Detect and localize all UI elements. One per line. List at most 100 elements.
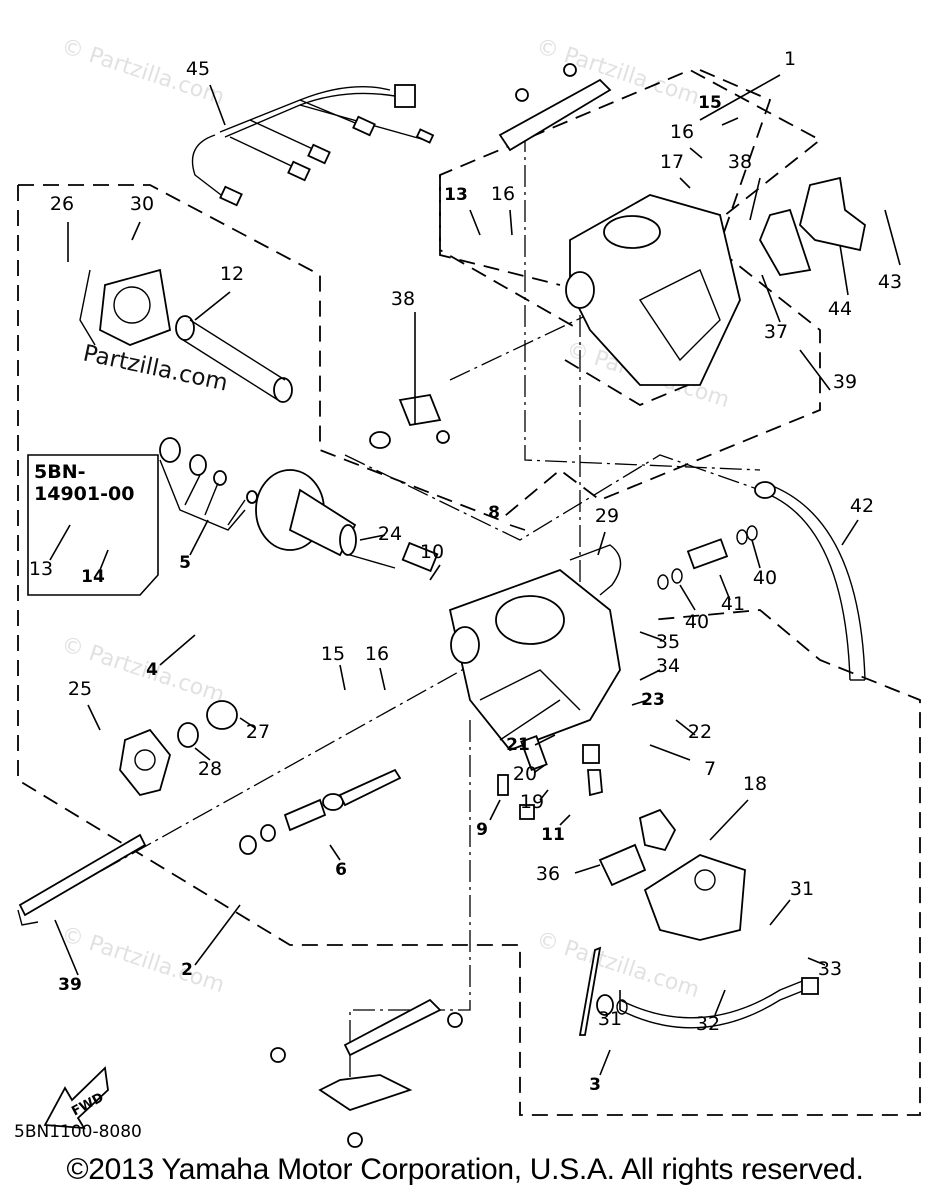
callout-36: 36: [536, 863, 560, 885]
callout-35: 35: [656, 631, 680, 653]
leader-line: [599, 1049, 611, 1076]
callout-34: 34: [656, 655, 680, 677]
callout-1: 1: [784, 48, 796, 70]
kit-part-number-line2: 14901-00: [34, 483, 134, 505]
callout-37: 37: [764, 321, 788, 343]
spring: [175, 315, 195, 341]
callout-31: 31: [598, 1008, 622, 1030]
leader-line: [489, 799, 501, 821]
leader-line: [194, 904, 241, 966]
callout-32: 32: [696, 1013, 720, 1035]
strap: [578, 946, 602, 1036]
callout-39: 39: [833, 371, 857, 393]
leader-line: [639, 669, 661, 681]
leader-line: [359, 534, 386, 541]
carburetor-upper: [565, 194, 741, 386]
leader-line: [534, 734, 556, 746]
leader-line: [649, 744, 691, 761]
hose: [769, 484, 866, 681]
main-jet: [520, 735, 548, 771]
parts-stack-5: [159, 437, 258, 531]
float-bowl: [643, 854, 746, 941]
callout-13: 13: [29, 558, 53, 580]
fwd-arrow-icon: FWD: [43, 1066, 109, 1130]
leader-line: [209, 84, 226, 126]
callout-19: 19: [520, 791, 544, 813]
callout-33: 33: [818, 958, 842, 980]
leader-lines: [49, 74, 901, 1076]
callout-7: 7: [704, 758, 716, 780]
callout-8: 8: [488, 503, 500, 523]
callout-18: 18: [743, 773, 767, 795]
leader-line: [699, 74, 781, 121]
leader-line: [189, 519, 209, 556]
leader-line: [721, 117, 739, 126]
screw: [563, 63, 577, 77]
callout-11: 11: [541, 825, 565, 845]
leader-line: [679, 177, 691, 189]
leader-line: [839, 244, 849, 296]
jet-9: [497, 774, 509, 796]
bracket: [318, 1074, 413, 1111]
callout-44: 44: [828, 298, 852, 320]
callout-21: 21: [506, 735, 530, 755]
callout-17: 17: [660, 151, 684, 173]
leader-line: [639, 631, 663, 641]
callout-23: 23: [641, 690, 665, 710]
leader-line: [709, 799, 749, 841]
top-bracket: [498, 78, 612, 152]
callout-30: 30: [130, 193, 154, 215]
callout-38: 38: [391, 288, 415, 310]
leader-line: [574, 864, 601, 874]
callout-15: 15: [698, 93, 722, 113]
leader-line: [194, 747, 211, 761]
callout-20: 20: [513, 763, 537, 785]
callout-24: 24: [378, 523, 402, 545]
watermark: © Partzilla.com: [533, 34, 702, 110]
diaphragm: [206, 700, 238, 730]
callout-15: 15: [321, 643, 345, 665]
watermark: © Partzilla.com: [533, 927, 702, 1003]
callout-6: 6: [335, 860, 347, 880]
fitting: [401, 541, 439, 573]
leader-line: [49, 524, 71, 561]
leader-line: [689, 147, 703, 159]
callout-29: 29: [595, 505, 619, 527]
diagram-code: 5BN1100-8080: [14, 1122, 142, 1142]
leader-line: [131, 221, 141, 241]
callout-40: 40: [753, 567, 777, 589]
accel-pump-cover: [119, 728, 171, 797]
leader-line: [159, 634, 196, 666]
leader-line: [597, 531, 606, 556]
joint-pipe: [686, 538, 729, 570]
leader-line: [469, 209, 481, 236]
leader-line: [329, 844, 341, 861]
callout-38: 38: [728, 151, 752, 173]
parts: [17, 63, 866, 1148]
callout-45: 45: [186, 58, 210, 80]
leader-line: [719, 574, 731, 601]
leader-line: [749, 177, 761, 221]
callout-3: 3: [589, 1075, 601, 1095]
callout-28: 28: [198, 758, 222, 780]
leader-line: [751, 539, 761, 569]
leader-line: [99, 549, 109, 571]
drain-hose: [619, 979, 806, 1019]
callout-41: 41: [721, 593, 745, 615]
callout-4: 4: [146, 660, 158, 680]
carburetor-lower: [448, 568, 621, 752]
callout-40: 40: [685, 611, 709, 633]
callout-22: 22: [688, 721, 712, 743]
kit-box-outline: [27, 454, 159, 596]
leader-line: [539, 789, 549, 801]
diaphragm-cover: [79, 268, 172, 346]
leader-line: [884, 209, 901, 266]
pipe: [569, 544, 622, 596]
throttle-sensor: [799, 176, 866, 252]
leader-line: [761, 274, 781, 323]
leader-line: [87, 704, 101, 731]
leader-line: [534, 764, 546, 773]
callout-16: 16: [491, 183, 515, 205]
callout-16: 16: [670, 121, 694, 143]
